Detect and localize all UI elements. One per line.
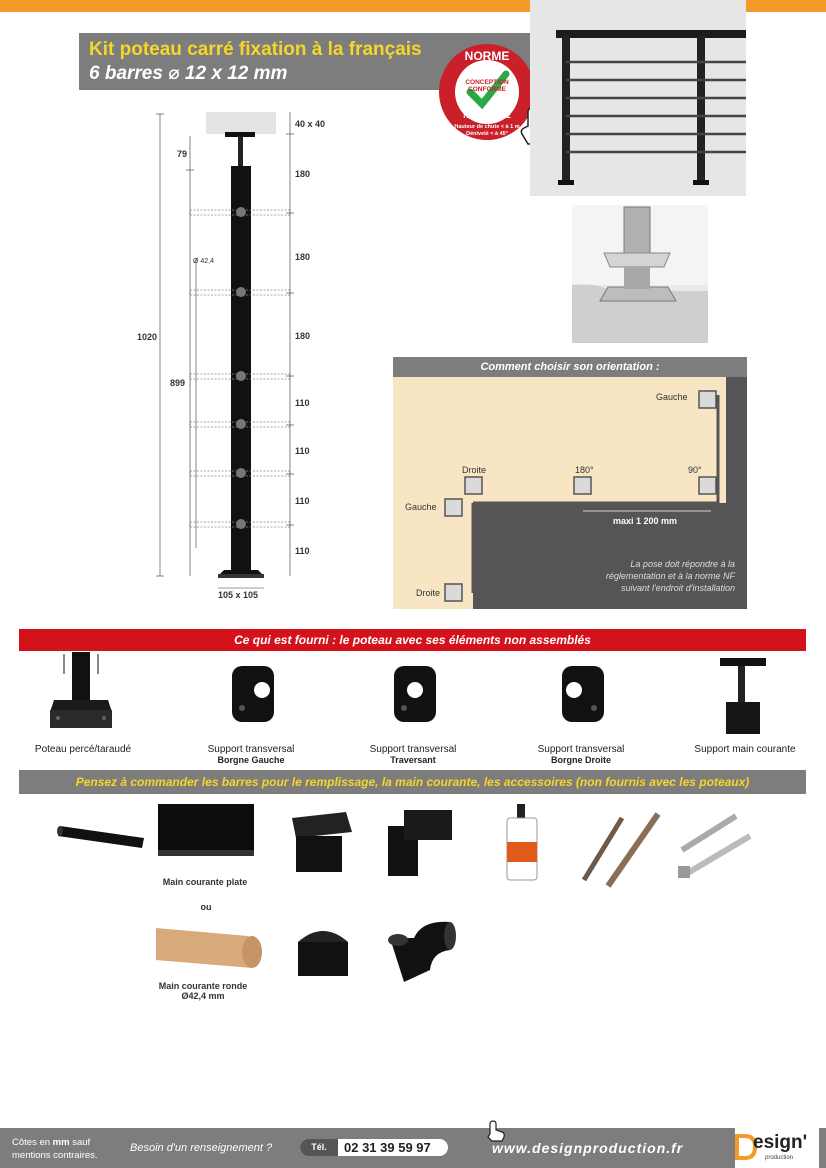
footer-note-a: Côtes en <box>12 1137 53 1148</box>
dim-gap3: 180 <box>295 331 311 341</box>
railing-photo <box>530 0 746 196</box>
badge-middle1: CONCEPTION <box>465 79 509 86</box>
caption-flat-rail: Main courante plate <box>162 877 248 887</box>
caption-borgne-droite-line1: Support transversal <box>537 744 625 755</box>
website-link[interactable]: www.designproduction.fr <box>492 1140 684 1156</box>
dim-gap6: 110 <box>295 496 310 506</box>
caption-main-courante-text: Support main courante <box>694 744 796 755</box>
accessories-title: Pensez à commander les barres pour le re… <box>19 770 806 794</box>
dim-base: 105 x 105 <box>218 590 259 600</box>
caption-borgne-gauche-line1: Support transversal <box>207 744 295 755</box>
support-borgne-droite-image <box>562 666 604 722</box>
square-cap-image <box>292 812 352 872</box>
caption-borgne-gauche-line2: Borgne Gauche <box>217 755 285 765</box>
dim-diameter: Ø 42,4 <box>193 258 215 265</box>
label-maxi: maxi 1 200 mm <box>613 516 678 526</box>
dim-top-plate: 40 x 40 <box>295 119 326 129</box>
support-main-courante-image <box>720 658 766 734</box>
orientation-diagram: Gauche Droite 180° 90° Gauche Droite max… <box>393 377 747 609</box>
dim-inner-height: 899 <box>170 378 186 388</box>
caption-main-courante: Support main courante <box>680 744 810 755</box>
label-gauche-left: Gauche <box>405 502 437 512</box>
page-subtitle: 6 barres ⌀ 12 x 12 mm <box>89 63 288 84</box>
footer-note-d: mentions contraires. <box>12 1150 98 1161</box>
caption-borgne-droite-line2: Borgne Droite <box>550 755 611 765</box>
base-closeup-photo <box>572 205 708 343</box>
footer-note-mm: mm <box>52 1137 70 1148</box>
anchor-bolts-image <box>678 813 752 878</box>
bar-image <box>57 826 144 848</box>
footer: Côtes en mm sauf mentions contraires. Be… <box>0 1120 826 1168</box>
badge-middle2: CONFORME <box>468 86 507 93</box>
page-title: Kit poteau carré fixation à la français <box>89 39 422 60</box>
label-90: 90° <box>688 465 702 475</box>
flat-rail-image <box>158 804 254 856</box>
footer-note-c: sauf <box>69 1137 91 1148</box>
caption-traversant-line1: Support transversal <box>369 744 457 755</box>
support-traversant-image <box>394 666 436 722</box>
footer-question: Besoin d'un renseignement ? <box>130 1142 273 1154</box>
logo-sub: production <box>765 1155 794 1161</box>
caption-poteau: Poteau percé/taraudé <box>20 744 146 755</box>
caption-round-rail: Main courante ronde Ø42,4 mm <box>146 981 260 1001</box>
caption-traversant-line2: Traversant <box>390 755 436 765</box>
phone-label: Tél. <box>300 1139 338 1156</box>
footer-note: Côtes en mm sauf mentions contraires. <box>12 1136 98 1162</box>
caption-round-rail-line2: Ø42,4 mm <box>181 991 225 1001</box>
dim-gap4: 110 <box>295 398 310 408</box>
square-elbow-image <box>388 810 452 876</box>
caption-traversant: Support transversal Traversant <box>348 744 478 765</box>
dim-offset: 79 <box>177 149 188 159</box>
phone-number[interactable]: 02 31 39 59 97 <box>344 1140 431 1155</box>
round-elbow-image <box>388 921 456 982</box>
post-technical-drawing <box>156 112 294 589</box>
dim-total-height: 1020 <box>137 332 158 342</box>
logo-text: esign' <box>753 1132 808 1153</box>
label-droite-mid: Droite <box>462 465 487 475</box>
round-rail-image <box>156 928 262 968</box>
design-production-logo: esign' production <box>735 1128 819 1168</box>
badge-line2: Dénivelé < à 45° <box>466 131 508 137</box>
dim-gap1: 180 <box>295 169 311 179</box>
badge-code: NF P01 - 012 <box>463 111 511 120</box>
caption-poteau-text: Poteau percé/taraudé <box>34 744 132 755</box>
orientation-note: La pose doit répondre à la réglementatio… <box>605 559 735 593</box>
badge-line1: Hauteur de chute < à 1 m <box>454 124 519 130</box>
label-gauche-top: Gauche <box>656 392 688 402</box>
drill-bits-image <box>581 812 661 888</box>
thread-locker-image <box>506 804 538 881</box>
pointer-hand-icon <box>487 1120 505 1142</box>
dim-gap2: 180 <box>295 252 311 262</box>
orientation-title: Comment choisir son orientation : <box>393 357 747 377</box>
round-cap-image <box>298 931 348 976</box>
caption-round-rail-line1: Main courante ronde <box>158 981 248 991</box>
label-droite-bottom: Droite <box>416 588 441 598</box>
supplied-title: Ce qui est fourni : le poteau avec ses é… <box>19 629 806 651</box>
post-drilled-image <box>50 652 112 728</box>
dim-gap5: 110 <box>295 446 310 456</box>
caption-or: ou <box>200 902 212 912</box>
caption-borgne-gauche: Support transversal Borgne Gauche <box>186 744 316 765</box>
badge-top-text: NORME <box>465 49 510 63</box>
norme-badge: NORME CONCEPTION CONFORME NF P01 - 012 H… <box>439 44 548 145</box>
label-180: 180° <box>575 465 594 475</box>
support-borgne-gauche-image <box>232 666 274 722</box>
dim-gap7: 110 <box>295 546 310 556</box>
caption-borgne-droite: Support transversal Borgne Droite <box>516 744 646 765</box>
